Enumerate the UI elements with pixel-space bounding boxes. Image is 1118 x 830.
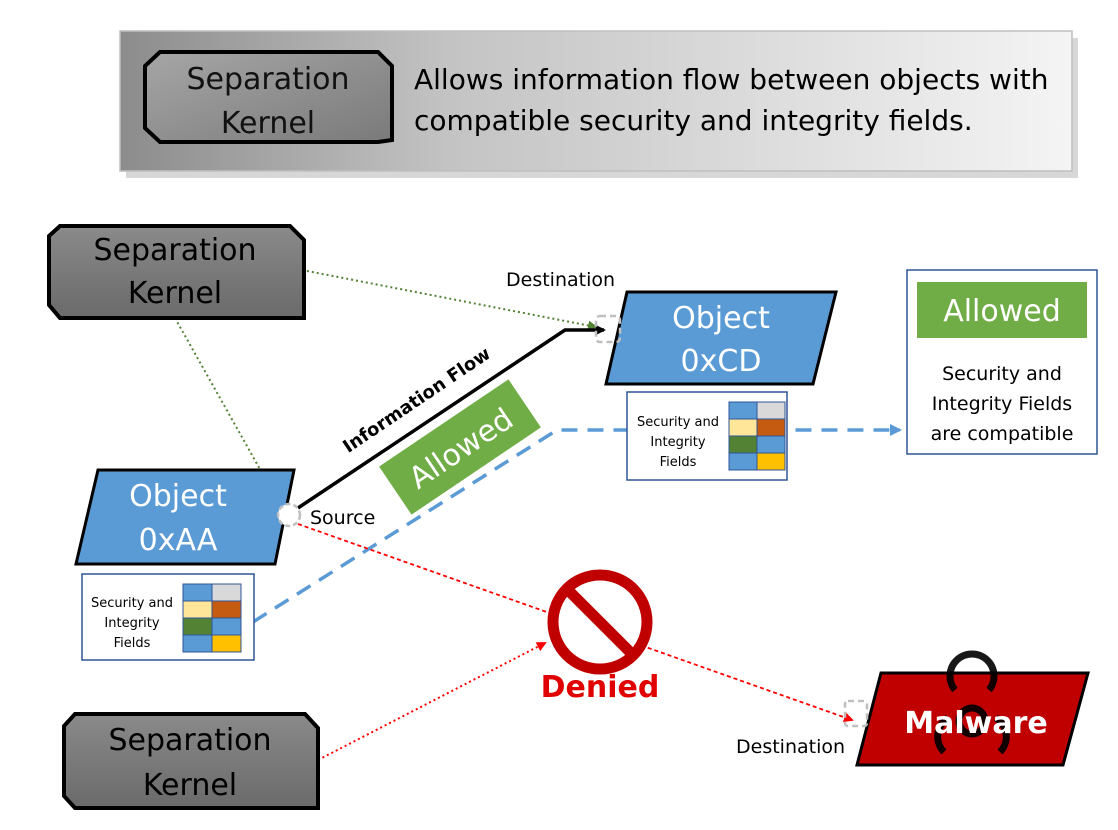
fields-grid-cd (728, 401, 786, 471)
field-cell (728, 401, 758, 420)
field-cell (211, 617, 242, 636)
field-cell (728, 435, 758, 454)
fields-box-aa: Security and Integrity Fields (81, 573, 255, 661)
compatibility-check-arrow (252, 424, 902, 624)
object-aa-line2: 0xAA (139, 523, 218, 558)
field-cell (182, 634, 213, 653)
kernel-bottom-to-denied-link (317, 642, 547, 761)
field-cell (211, 583, 242, 602)
header-kernel-line2: Kernel (221, 106, 315, 141)
field-cell (182, 617, 213, 636)
separation-kernel-bottom: Separation Kernel (62, 712, 320, 810)
fields-aa-line2: Integrity (104, 616, 159, 631)
object-cd-line1: Object (672, 301, 770, 336)
field-cell (756, 452, 786, 471)
header-banner: Separation Kernel Allows information flo… (119, 30, 1078, 178)
kernel-bottom-line1: Separation (108, 723, 271, 758)
object-aa-line1: Object (129, 479, 227, 514)
object-0xaa: Object 0xAA (74, 468, 296, 566)
field-cell (182, 583, 213, 602)
destination-port-malware (843, 699, 869, 728)
field-cell (756, 401, 786, 420)
fields-box-cd: Security and Integrity Fields (626, 391, 788, 481)
fields-grid-aa (182, 583, 242, 653)
header-description-line2: compatible security and integrity fields… (414, 104, 973, 137)
field-cell (211, 634, 242, 653)
header-description-line1: Allows information flow between objects … (414, 63, 1048, 96)
result-line1: Security and (942, 363, 1062, 385)
fields-aa-line1: Security and (91, 596, 173, 611)
field-cell (756, 435, 786, 454)
destination-label-top: Destination (506, 269, 615, 291)
field-cell (728, 418, 758, 437)
kernel-top-line2: Kernel (128, 276, 222, 311)
header-kernel-line1: Separation (186, 62, 349, 97)
result-line2: Integrity Fields (932, 393, 1072, 415)
kernel-bottom-line2: Kernel (143, 768, 237, 803)
malware-object: Malware (855, 650, 1090, 767)
fields-aa-line3: Fields (114, 636, 151, 651)
field-cell (211, 600, 242, 619)
object-0xcd: Object 0xCD (604, 290, 838, 386)
biohazard-icon (934, 650, 1010, 755)
destination-label-bottom: Destination (736, 736, 845, 758)
result-allowed-badge (917, 282, 1087, 338)
denied-label: Denied (541, 670, 660, 705)
prohibition-icon (547, 569, 653, 675)
object-cd-line2: 0xCD (681, 344, 762, 379)
kernel-top-line1: Separation (93, 233, 256, 268)
destination-port-cd (594, 314, 622, 344)
field-cell (756, 418, 786, 437)
malware-label: Malware (904, 706, 1047, 741)
fields-cd-line1: Security and (637, 415, 719, 430)
denied-sign: Denied (541, 569, 660, 705)
result-line3: are compatible (931, 423, 1074, 445)
information-flow-arrow (297, 325, 606, 510)
result-allowed-label: Allowed (943, 294, 1061, 329)
source-port-aa (276, 502, 302, 528)
fields-cd-line3: Fields (660, 455, 697, 470)
result-box: Allowed Security and Integrity Fields ar… (906, 269, 1098, 455)
separation-kernel-top: Separation Kernel (47, 224, 306, 320)
field-cell (728, 452, 758, 471)
source-label: Source (310, 507, 375, 529)
header-kernel-badge: Separation Kernel (143, 50, 394, 144)
fields-cd-line2: Integrity (650, 435, 705, 450)
field-cell (182, 600, 213, 619)
